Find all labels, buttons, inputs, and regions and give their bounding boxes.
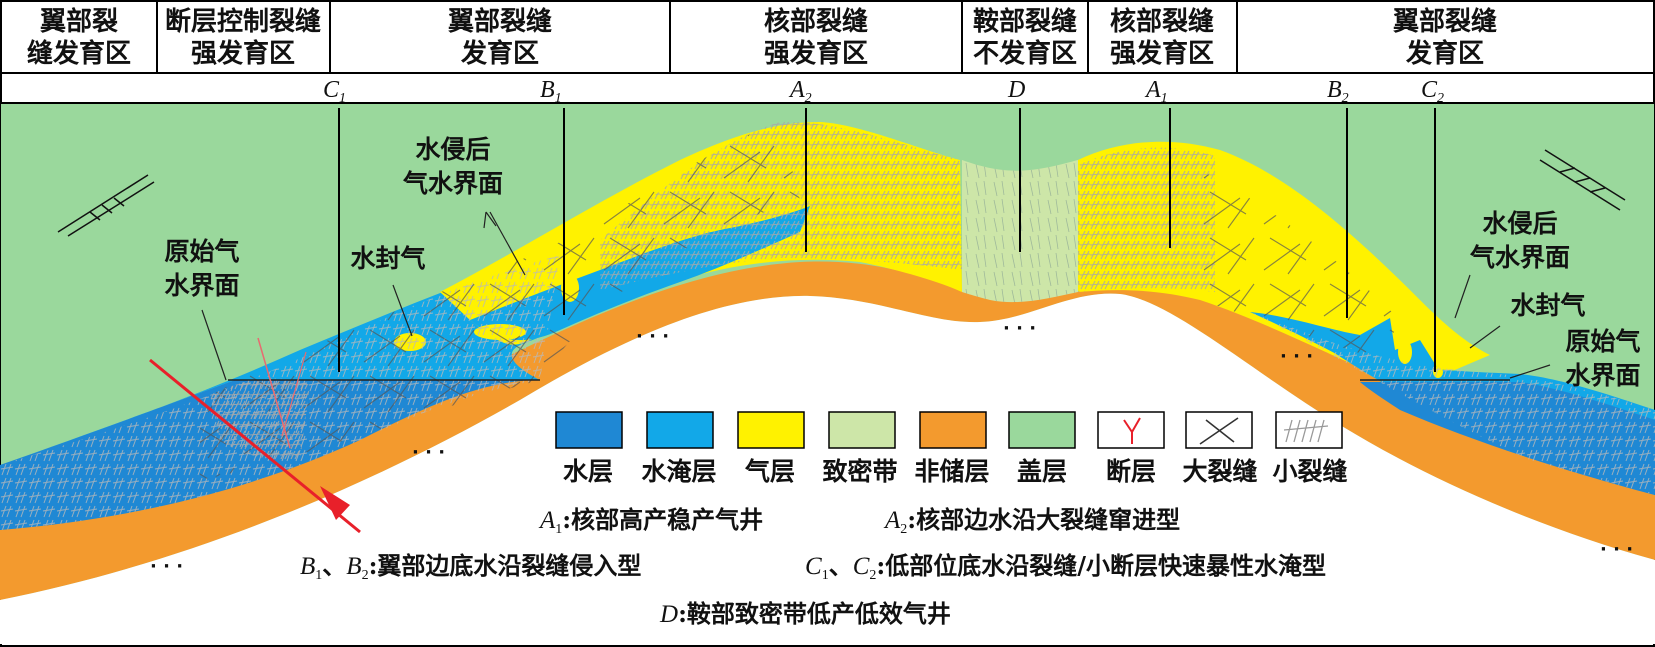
svg-text:· · ·: · · · — [150, 556, 183, 577]
legend-label-large-fracture: 大裂缝 — [1182, 457, 1257, 486]
fault-zone-fractures — [210, 378, 310, 461]
left-annotations: 水侵后 气水界面 原始气 水界面 水封气 — [164, 135, 526, 381]
legend-label-caprock: 盖层 — [1017, 457, 1067, 486]
well-label-c1: C1 — [323, 77, 346, 106]
well-label-a1: A1 — [1144, 77, 1168, 106]
left-original-gwc-line2: 水界面 — [164, 271, 239, 300]
legend-flooded-swatch — [646, 411, 714, 449]
well-label-d: D — [1007, 77, 1025, 103]
legend-label-gas: 气层 — [744, 457, 795, 486]
zone-5-line2: 不发育区 — [973, 38, 1077, 69]
zone-7-line2: 发育区 — [1405, 38, 1484, 69]
fault — [149, 337, 361, 534]
right-sealed-gas-pocket — [1398, 340, 1412, 364]
legend: 水层 水淹层 气层 致密带 非储层 盖层 断层 大裂缝 小裂缝 — [555, 411, 1348, 486]
legend-label-nonres: 非储层 — [914, 457, 989, 486]
svg-text:· · ·: · · · — [1280, 346, 1313, 367]
zone-7-line1: 翼部裂缝 — [1393, 6, 1497, 37]
zone-2-line1: 断层控制裂缝 — [165, 6, 321, 37]
left-original-gwc-line1: 原始气 — [164, 237, 239, 266]
left-flank-large-fractures — [200, 122, 800, 480]
well-label-a2: A2 — [788, 77, 812, 106]
well-label-b1: B1 — [540, 77, 562, 106]
svg-text:· · ·: · · · — [1003, 318, 1036, 339]
zone-6-line2: 强发育区 — [1110, 38, 1214, 69]
zone-3-line2: 发育区 — [460, 38, 539, 69]
well-label-c2: C2 — [1421, 77, 1444, 106]
legend-large-fracture-icon — [1185, 411, 1253, 449]
zone-4-line1: 核部裂缝 — [764, 6, 868, 37]
svg-text:· · ·: · · · — [412, 442, 445, 463]
note-c: C1、C2:低部位底水沿裂缝/小断层快速暴性水淹型 — [805, 551, 1326, 583]
legend-gas-swatch — [737, 411, 805, 449]
svg-text:· · ·: · · · — [1600, 539, 1633, 560]
legend-label-tight: 致密带 — [822, 457, 897, 486]
legend-tight-swatch — [828, 411, 896, 449]
non-reservoir-band — [0, 255, 1655, 600]
legend-label-flooded: 水淹层 — [641, 457, 716, 486]
caprock-hatch-right — [1539, 149, 1626, 211]
well-lines — [338, 108, 1436, 372]
zone-1-line1: 翼部裂 — [40, 7, 118, 37]
right-annotations: 水侵后 气水界面 水封气 原始气 水界面 — [1454, 209, 1641, 390]
legend-water-swatch — [555, 411, 623, 449]
caprock-hatch-left — [57, 174, 155, 237]
left-water-invaded-gwc-line2: 气水界面 — [402, 169, 503, 198]
svg-text:· · ·: · · · — [636, 326, 669, 347]
legend-caprock-swatch — [1008, 411, 1076, 449]
zone-4-line2: 强发育区 — [764, 38, 868, 69]
right-water-sealed-gas: 水封气 — [1510, 291, 1585, 320]
right-original-gwc-line2: 水界面 — [1565, 361, 1640, 390]
well-label-row: C1 B1 A2 D A1 B2 C2 — [323, 77, 1444, 106]
legend-label-water: 水层 — [563, 457, 613, 486]
right-original-gwc-line1: 原始气 — [1565, 327, 1640, 356]
right-flank-small-fractures — [1250, 312, 1655, 495]
note-d: D:鞍部致密带低产低效气井 — [659, 599, 951, 628]
note-a2: A2:核部边水沿大裂缝窜进型 — [883, 505, 1180, 537]
zone-2-line2: 强发育区 — [191, 38, 295, 69]
legend-small-fracture-icon — [1275, 411, 1343, 449]
well-type-notes: A1:核部高产稳产气井 A2:核部边水沿大裂缝窜进型 B1、B2:翼部边底水沿裂… — [300, 505, 1326, 628]
right-flank-large-fractures — [1200, 170, 1400, 360]
zone-3-line1: 翼部裂缝 — [448, 6, 552, 37]
left-water-sealed-gas: 水封气 — [350, 244, 425, 273]
zone-6-line1: 核部裂缝 — [1110, 6, 1214, 37]
legend-nonres-swatch — [919, 411, 987, 449]
right-water-invaded-gwc-line1: 水侵后 — [1482, 209, 1557, 238]
zone-header: 翼部裂 缝发育区 断层控制裂缝 强发育区 翼部裂缝 发育区 核部裂缝 强发育区 … — [1, 1, 1654, 104]
right-water-invaded-gwc-line2: 气水界面 — [1469, 243, 1570, 272]
legend-label-small-fracture: 小裂缝 — [1272, 457, 1347, 486]
note-b: B1、B2:翼部边底水沿裂缝侵入型 — [300, 551, 641, 583]
right-crest-small-fractures — [1078, 147, 1215, 292]
zone-1-line2: 缝发育区 — [27, 38, 131, 69]
lower-blank-area — [0, 293, 1655, 644]
legend-fault-icon — [1097, 411, 1165, 449]
zone-5-line1: 鞍部裂缝 — [973, 6, 1077, 37]
well-label-b2: B2 — [1327, 77, 1349, 106]
legend-label-fault: 断层 — [1106, 457, 1156, 486]
left-water-invaded-gwc-line1: 水侵后 — [415, 135, 490, 164]
note-a1: A1:核部高产稳产气井 — [538, 505, 763, 537]
continuation-dots: · · · · · · · · · · · · · · · · · · — [150, 318, 1633, 577]
